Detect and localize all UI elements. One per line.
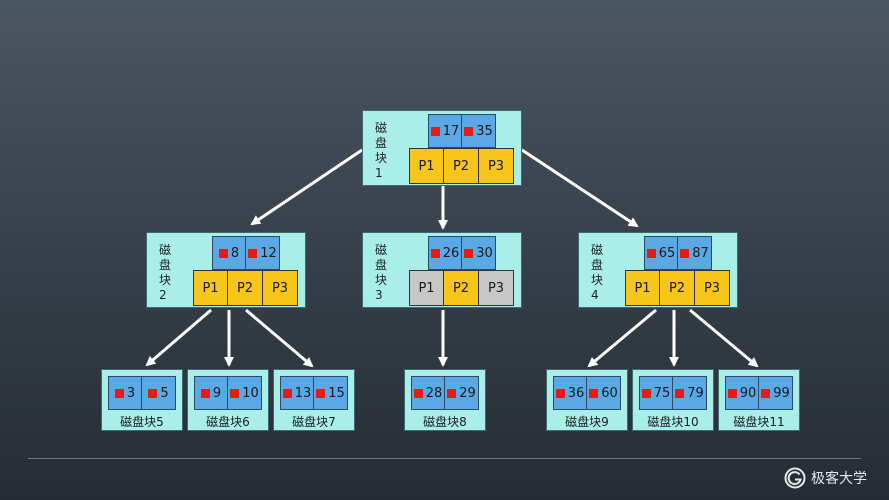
key-cell[interactable]: 13 — [280, 376, 314, 410]
disk-block-10[interactable]: 75 79 磁盘块10 — [632, 369, 714, 431]
pointer-cell[interactable]: P2 — [660, 270, 695, 306]
disk-block-6[interactable]: 9 10 磁盘块6 — [187, 369, 269, 431]
disk-block-3[interactable]: 磁盘块3 26 30 P1 P2 P3 — [362, 232, 522, 308]
data-pointer-marker — [230, 388, 240, 398]
data-pointer-marker — [464, 248, 474, 258]
key-cell[interactable]: 17 — [428, 114, 462, 148]
key-cell[interactable]: 12 — [246, 236, 280, 270]
data-pointer-marker — [727, 388, 737, 398]
data-pointer-marker — [646, 248, 656, 258]
pointer-cell[interactable]: P3 — [479, 270, 514, 306]
key-cell[interactable]: 87 — [678, 236, 712, 270]
disk-block-1[interactable]: 磁盘块1 17 35 P1 P2 P3 — [362, 110, 522, 186]
block-label: 磁盘块4 — [591, 243, 604, 302]
block-label: 磁盘块9 — [565, 415, 609, 429]
data-pointer-marker — [555, 388, 565, 398]
key-cell[interactable]: 5 — [142, 376, 176, 410]
pointer-cell[interactable]: P1 — [625, 270, 660, 306]
data-pointer-marker — [464, 126, 474, 136]
key-cell[interactable]: 29 — [445, 376, 479, 410]
key-cell[interactable]: 28 — [411, 376, 445, 410]
data-pointer-marker — [248, 248, 258, 258]
key-cell[interactable]: 35 — [462, 114, 496, 148]
disk-block-4[interactable]: 磁盘块4 65 87 P1 P2 P3 — [578, 232, 738, 308]
data-pointer-marker — [316, 388, 326, 398]
arrow-block4-to-block11 — [689, 308, 759, 368]
pointer-cell[interactable]: P1 — [409, 148, 444, 184]
pointer-cell[interactable]: P2 — [444, 270, 479, 306]
key-cell[interactable]: 90 — [725, 376, 759, 410]
data-pointer-marker — [430, 126, 440, 136]
arrow-block1-to-block4 — [521, 148, 639, 228]
block-label: 磁盘块10 — [647, 415, 699, 429]
data-pointer-marker — [413, 388, 423, 398]
key-cell[interactable]: 36 — [553, 376, 587, 410]
key-cell[interactable]: 99 — [759, 376, 793, 410]
key-cell[interactable]: 79 — [673, 376, 707, 410]
data-pointer-marker — [589, 388, 599, 398]
block-label: 磁盘块2 — [159, 243, 172, 302]
data-pointer-marker — [114, 388, 124, 398]
key-cell[interactable]: 75 — [639, 376, 673, 410]
data-pointer-marker — [282, 388, 292, 398]
arrow-block2-to-block5 — [145, 308, 212, 367]
arrow-block2-to-block7 — [245, 308, 314, 368]
block-label: 磁盘块7 — [292, 415, 336, 429]
pointer-cell[interactable]: P3 — [695, 270, 730, 306]
key-cell[interactable]: 30 — [462, 236, 496, 270]
key-cell[interactable]: 60 — [587, 376, 621, 410]
brand-logo: 极客大学 — [783, 466, 867, 490]
block-label: 磁盘块8 — [423, 415, 467, 429]
block-label: 磁盘块6 — [206, 415, 250, 429]
key-cell[interactable]: 26 — [428, 236, 462, 270]
pointer-cell[interactable]: P2 — [228, 270, 263, 306]
data-pointer-marker — [200, 388, 210, 398]
data-pointer-marker — [430, 248, 440, 258]
block-label: 磁盘块5 — [120, 415, 164, 429]
data-pointer-marker — [680, 248, 690, 258]
block-label: 磁盘块3 — [375, 243, 388, 302]
disk-block-2[interactable]: 磁盘块2 8 12 P1 P2 P3 — [146, 232, 306, 308]
disk-block-11[interactable]: 90 99 磁盘块11 — [718, 369, 800, 431]
block-label: 磁盘块1 — [375, 121, 388, 180]
pointer-cell[interactable]: P2 — [444, 148, 479, 184]
key-cell[interactable]: 8 — [212, 236, 246, 270]
pointer-cell[interactable]: P1 — [193, 270, 228, 306]
data-pointer-marker — [761, 388, 771, 398]
disk-block-7[interactable]: 13 15 磁盘块7 — [273, 369, 355, 431]
key-cell[interactable]: 15 — [314, 376, 348, 410]
data-pointer-marker — [218, 248, 228, 258]
pointer-cell[interactable]: P3 — [479, 148, 514, 184]
geek-logo-icon — [784, 467, 806, 489]
block-label: 磁盘块11 — [733, 415, 785, 429]
disk-block-9[interactable]: 36 60 磁盘块9 — [546, 369, 628, 431]
key-cell[interactable]: 9 — [194, 376, 228, 410]
disk-block-8[interactable]: 28 29 磁盘块8 — [404, 369, 486, 431]
key-cell[interactable]: 3 — [108, 376, 142, 410]
key-cell[interactable]: 10 — [228, 376, 262, 410]
data-pointer-marker — [447, 388, 457, 398]
data-pointer-marker — [641, 388, 651, 398]
pointer-cell[interactable]: P3 — [263, 270, 298, 306]
data-pointer-marker — [148, 388, 158, 398]
pointer-cell[interactable]: P1 — [409, 270, 444, 306]
key-cell[interactable]: 65 — [644, 236, 678, 270]
arrow-block1-to-block2 — [250, 148, 363, 226]
arrow-block4-to-block9 — [587, 308, 657, 368]
footer-divider — [28, 458, 861, 459]
brand-name: 极客大学 — [811, 471, 867, 487]
data-pointer-marker — [675, 388, 685, 398]
disk-block-5[interactable]: 3 5 磁盘块5 — [101, 369, 183, 431]
